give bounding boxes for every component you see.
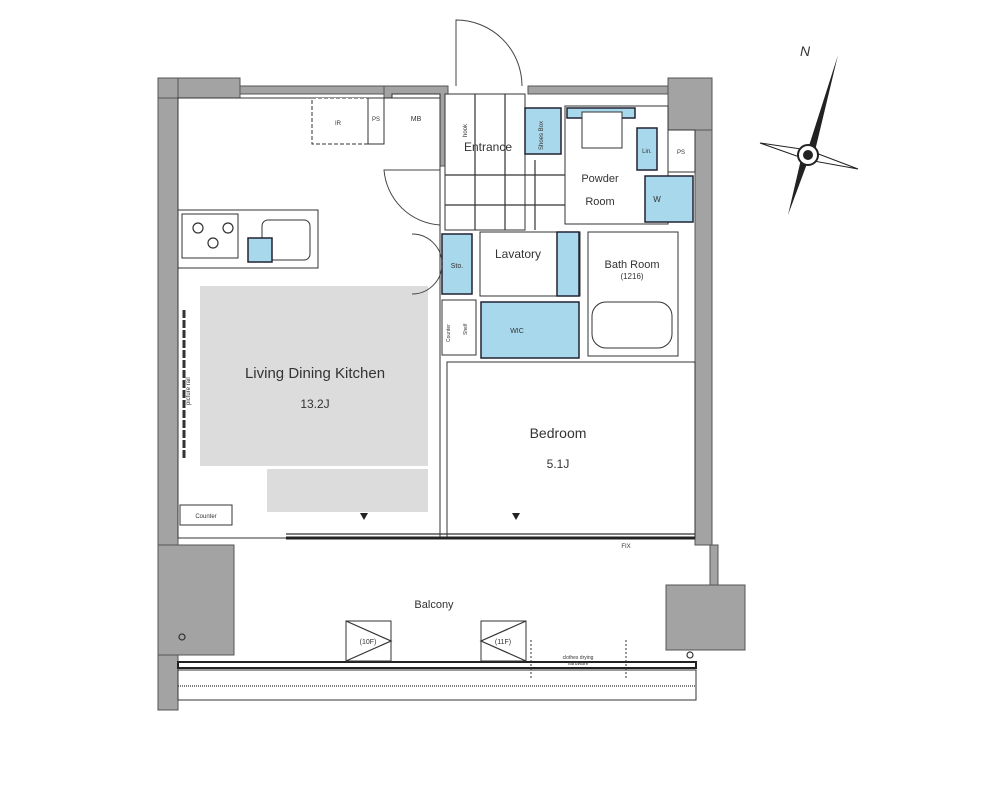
counter-small-label: Counter — [446, 324, 452, 342]
walk-in-closet — [480, 301, 580, 359]
evacuation-hatch-11f — [479, 620, 527, 662]
window-marker-icon — [360, 513, 368, 520]
bathtub-icon — [591, 301, 673, 349]
storage-closet — [441, 233, 473, 295]
powder-room-label-2: Room — [585, 196, 614, 208]
ldk-floor-lower — [267, 469, 428, 512]
powder-room-label: Powder — [581, 173, 619, 185]
shoes-box-label: Shoes Box — [539, 121, 545, 150]
bedroom — [446, 361, 696, 539]
ldk-size: 13.2J — [300, 397, 329, 411]
vanity — [556, 231, 580, 297]
shoes-box — [524, 107, 562, 155]
bedroom-label: Bedroom — [530, 425, 587, 441]
bedroom-size: 5.1J — [547, 457, 570, 471]
washer-space — [644, 175, 694, 223]
storage-label: Sto. — [451, 263, 464, 270]
wic-label: WIC — [510, 328, 524, 335]
entrance-area — [444, 93, 565, 231]
ldk-floor — [200, 286, 428, 466]
mb-label: MB — [411, 116, 422, 123]
ps-label: PS — [372, 117, 380, 123]
ps-right-label: PS — [677, 150, 685, 156]
evacuation-hatch-10f — [345, 620, 393, 662]
bath-room-size: (1216) — [620, 272, 643, 281]
toilet-icon — [581, 111, 623, 149]
sink-icon — [247, 219, 311, 263]
counter — [179, 504, 233, 526]
hatch-10f-label: (10F) — [360, 639, 377, 646]
compass-icon — [759, 55, 859, 215]
ldk-door[interactable] — [383, 169, 441, 226]
hook-label: hook — [463, 123, 469, 137]
ldk-label: Living Dining Kitchen — [245, 365, 385, 382]
balcony-label: Balcony — [414, 599, 454, 611]
entrance-door[interactable] — [455, 19, 523, 87]
linen-label: Lin. — [642, 149, 652, 155]
counter-label: Counter — [195, 514, 216, 520]
ir-label: IR — [335, 121, 342, 127]
clothes-drying-label-2: hardware — [568, 661, 589, 667]
ps-box — [367, 97, 385, 145]
window-marker-icon — [512, 513, 520, 520]
bath-room-label: Bath Room — [604, 259, 659, 271]
entrance-label: Entrance — [464, 140, 512, 154]
shelf-label: Shelf — [463, 323, 469, 335]
washer-label: W — [653, 195, 661, 204]
compass-north-label: N — [800, 43, 811, 59]
linen-closet — [636, 127, 658, 171]
stove-icon — [181, 213, 239, 259]
picture-rail-label: picture rail — [186, 377, 192, 405]
balcony-area — [177, 633, 697, 701]
fix-label: FIX — [621, 544, 630, 550]
lavatory-label: Lavatory — [495, 247, 541, 261]
clothes-drying-label: clothes drying — [563, 655, 594, 661]
hatch-11f-label: (11F) — [495, 639, 511, 646]
